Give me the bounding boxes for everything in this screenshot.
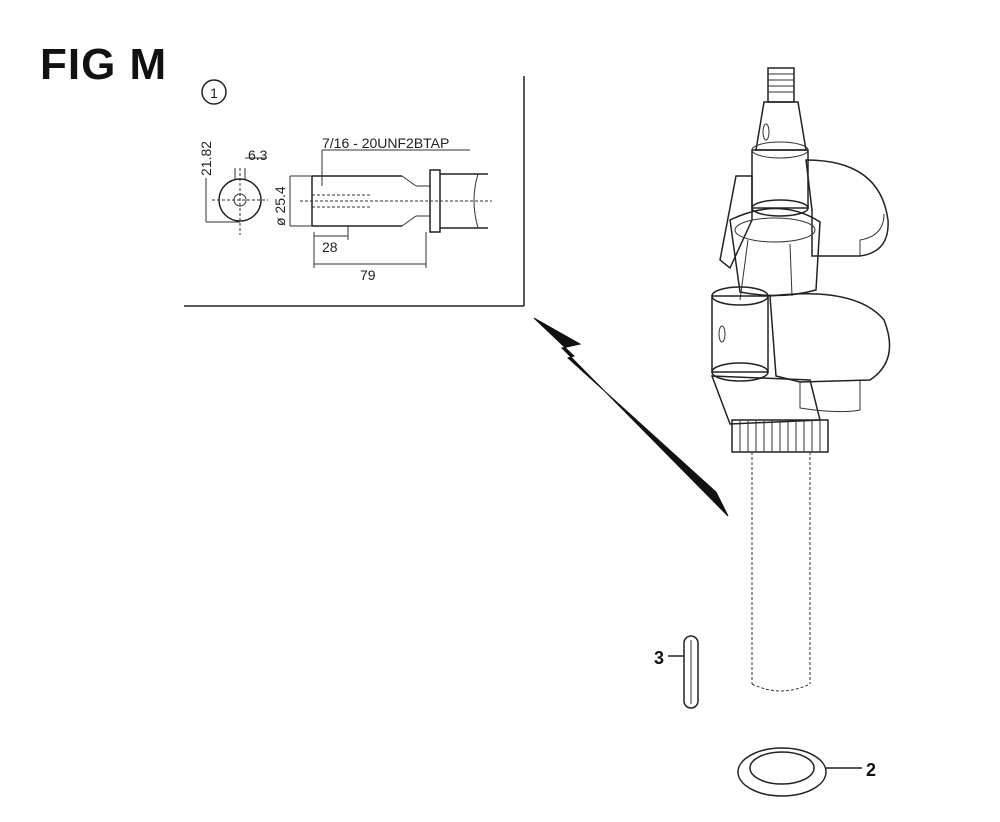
dim-keyway-label: 6.3 [248,147,268,163]
dim-height-label: 21.82 [198,141,214,176]
part-3-label: 3 [654,648,664,668]
shaft-side-view [289,149,492,268]
shaft-end-view [205,157,268,235]
part-3-pin [668,635,699,709]
part-2-washer [737,747,862,797]
part-2-label: 2 [866,760,876,780]
crankshaft [710,67,891,692]
detail-callout: 1 [201,79,227,105]
dim-tap-label: 7/16 - 20UNF2BTAP [322,135,449,151]
dim-depth-1-label: 28 [322,239,338,255]
dim-diameter-label: ø 25.4 [272,186,288,226]
detail-frame [184,76,525,307]
figure-title: FIG M [40,40,168,89]
detail-callout-number: 1 [210,85,218,101]
detail-pointer-arrow [533,317,729,517]
dim-depth-2-label: 79 [360,267,376,283]
